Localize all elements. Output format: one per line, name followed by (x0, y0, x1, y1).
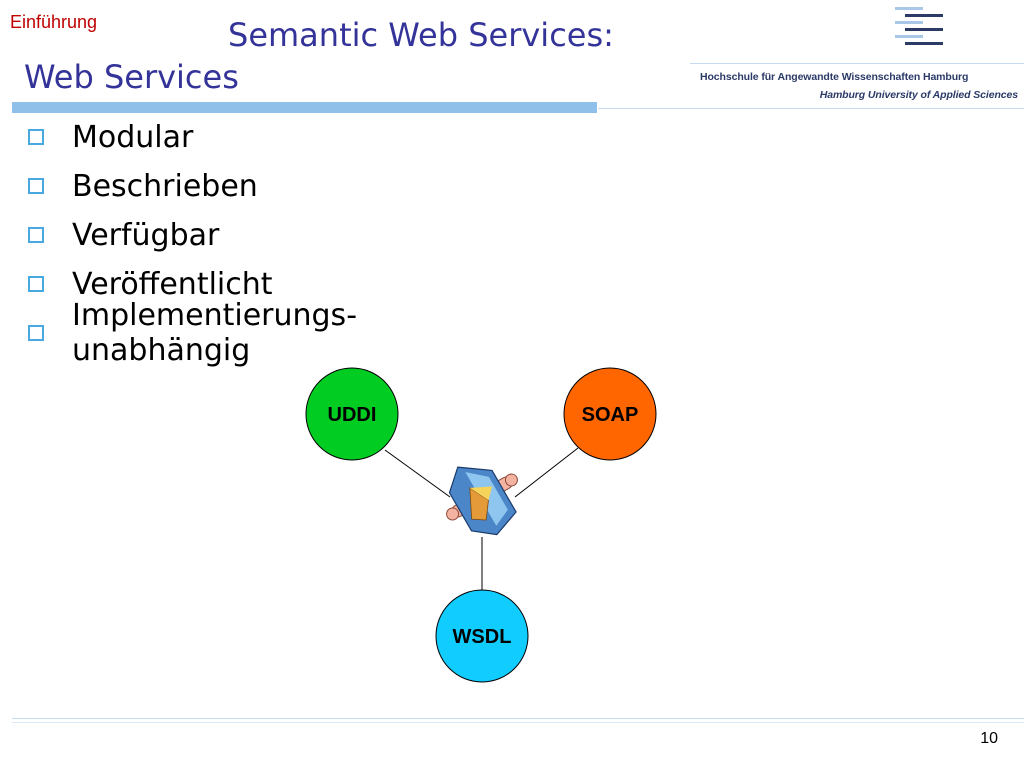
slide-title-line2: Web Services (24, 58, 239, 96)
slide-title-line1: Semantic Web Services: (228, 16, 614, 54)
bullet-box-icon (28, 325, 44, 341)
footer-rule-1 (12, 718, 1024, 719)
university-name-de: Hochschule für Angewandte Wissenschaften… (700, 71, 969, 83)
list-item: Modular (28, 117, 193, 157)
connector-uddi (384, 449, 451, 498)
list-item: Veröffentlicht (28, 264, 273, 304)
bullet-text: Modular (72, 119, 194, 155)
bullet-box-icon (28, 178, 44, 194)
soap-label: SOAP (582, 404, 639, 426)
wsdl-node (435, 589, 529, 683)
list-item: Beschrieben (28, 166, 258, 206)
connector-soap (514, 447, 579, 498)
bullet-text: Implementierungs-unabhängig (72, 298, 358, 368)
bullet-box-icon (28, 227, 44, 243)
list-item: Implementierungs-unabhängig (28, 298, 357, 368)
list-item: Verfügbar (28, 215, 219, 255)
university-name-en: Hamburg University of Applied Sciences (819, 89, 1018, 101)
title-underline-bar (12, 102, 597, 113)
uddi-node (305, 367, 399, 461)
wsdl-label: WSDL (453, 626, 512, 648)
bullet-text: Veröffentlicht (72, 266, 273, 302)
university-logo-icon (895, 7, 943, 45)
bullet-box-icon (28, 129, 44, 145)
header-rule-right (598, 108, 1024, 109)
section-tag: Einführung (10, 12, 98, 32)
web-service-icon (446, 466, 518, 536)
header-rule-top (690, 63, 1024, 64)
bullet-box-icon (28, 276, 44, 292)
bullet-text: Beschrieben (72, 168, 258, 204)
soap-node (563, 367, 657, 461)
uddi-label: UDDI (328, 404, 377, 426)
footer-rule-2 (12, 722, 1024, 723)
page-number: 10 (980, 730, 998, 747)
bullet-text: Verfügbar (72, 217, 220, 253)
